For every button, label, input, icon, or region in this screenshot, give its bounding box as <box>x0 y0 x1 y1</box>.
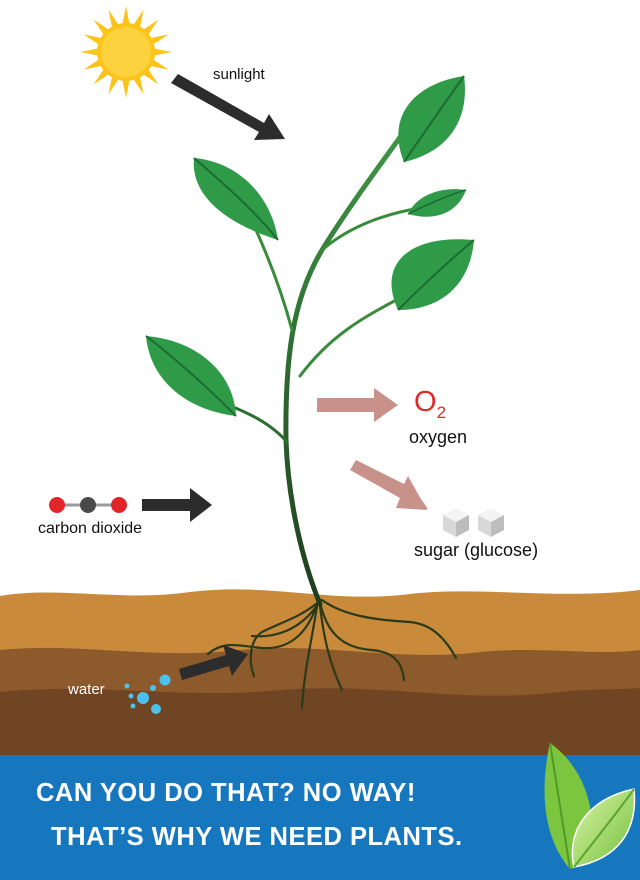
sunlight-label: sunlight <box>213 66 265 83</box>
sugar-cube-icon <box>443 508 504 537</box>
footer-banner: CAN YOU DO THAT? NO WAY! THAT’S WHY WE N… <box>0 755 640 880</box>
carbon-dioxide-arrow <box>142 488 212 522</box>
oxygen-formula-letter: O <box>414 386 437 418</box>
oxygen-formula: O2 <box>414 386 446 423</box>
leaf <box>398 76 465 162</box>
sunlight-arrow <box>171 74 285 140</box>
sun-ray <box>80 48 99 56</box>
oxygen-label: oxygen <box>409 427 467 448</box>
sun-ray <box>153 48 172 56</box>
leaf <box>392 239 474 310</box>
leaves-icon <box>540 741 640 876</box>
carbon-dioxide-label: carbon dioxide <box>38 520 142 538</box>
leaf <box>146 336 236 416</box>
sun-ray <box>122 6 130 25</box>
sun-icon <box>80 6 172 98</box>
sugar-arrow <box>350 460 428 510</box>
water-label: water <box>68 681 105 698</box>
banner-line-2: THAT’S WHY WE NEED PLANTS. <box>51 823 463 852</box>
carbon-dioxide-molecule-icon <box>49 497 127 513</box>
banner-line-1: CAN YOU DO THAT? NO WAY! <box>36 779 416 808</box>
sugar-label: sugar (glucose) <box>414 540 538 561</box>
oxygen-arrow <box>317 388 398 422</box>
oxygen-formula-subscript: 2 <box>437 403 446 422</box>
leaf <box>408 189 466 217</box>
leaf <box>194 158 278 240</box>
sun-ray <box>122 79 130 98</box>
